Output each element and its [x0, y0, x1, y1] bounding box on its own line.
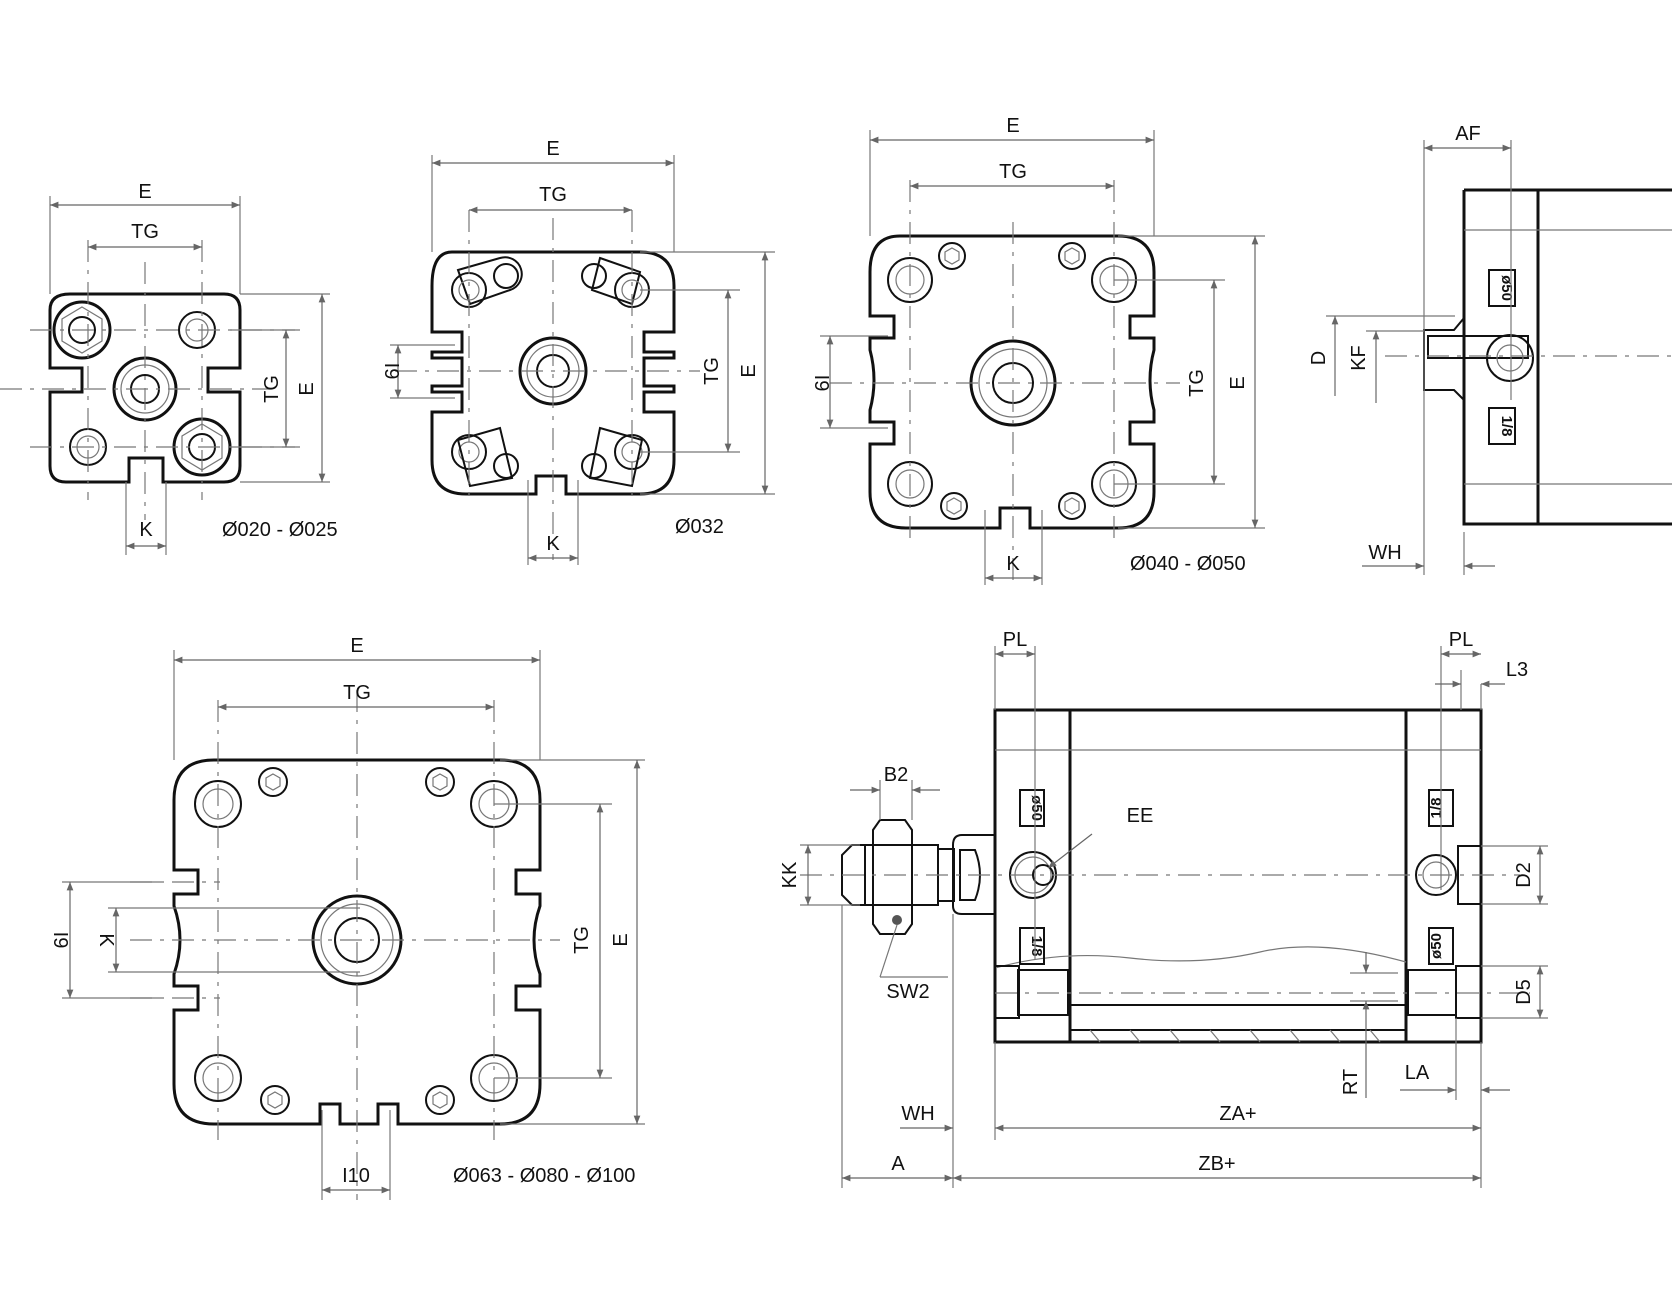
dim-label-a: A [891, 1153, 905, 1175]
dim-label-e-side: E [296, 382, 318, 395]
dim-label-d5: D5 [1513, 979, 1535, 1005]
dim-label-tg-side: TG [571, 926, 593, 954]
dim-label-l3: L3 [1506, 659, 1528, 681]
bore-tag: ø50 [1498, 275, 1515, 301]
dim-label-d2: D2 [1513, 862, 1535, 888]
dim-label-b2: B2 [884, 764, 908, 786]
dim-label-kf: KF [1348, 345, 1370, 371]
dim-label-sw2: SW2 [886, 981, 929, 1003]
dim-label-tg-side: TG [261, 375, 283, 403]
front-view-32: E TG TG E I9 K Ø032 [380, 138, 775, 565]
dim-label-e: E [138, 181, 151, 203]
front-view-40-50: E TG TG E I9 K Ø040 - Ø050 [810, 115, 1265, 585]
bore-tag-right: ø50 [1428, 933, 1445, 959]
dim-label-k: K [546, 533, 560, 555]
dim-label-tg: TG [539, 184, 567, 206]
dim-label-i10: I10 [342, 1165, 370, 1187]
dim-label-i9: I9 [810, 375, 832, 392]
dim-label-e: E [546, 138, 559, 160]
bore-caption: Ø020 - Ø025 [222, 519, 338, 541]
dim-label-tg: TG [131, 221, 159, 243]
bore-tag-left: ø50 [1028, 795, 1045, 821]
dim-label-e-side: E [738, 364, 760, 377]
dim-label-e: E [350, 635, 363, 657]
dim-label-af: AF [1455, 123, 1481, 145]
dim-label-d: D [1308, 351, 1330, 365]
dim-label-wh: WH [1368, 542, 1401, 564]
dim-label-i9: I9 [380, 363, 402, 380]
dim-label-zb: ZB+ [1198, 1153, 1235, 1175]
front-view-20-25: E TG TG E K Ø020 - Ø025 [0, 181, 338, 555]
dim-label-k: K [139, 519, 153, 541]
dim-label-tg: TG [343, 682, 371, 704]
dim-label-e-side: E [610, 933, 632, 946]
dim-label-k: K [95, 933, 117, 947]
side-detail-view: ø50 1/8 AF D KF WH [1308, 123, 1672, 575]
dim-label-wh: WH [901, 1103, 934, 1125]
dim-label-tg: TG [999, 161, 1027, 183]
bore-caption: Ø063 - Ø080 - Ø100 [453, 1165, 635, 1187]
port-tag-left: 1/8 [1028, 936, 1045, 957]
dim-label-e-side: E [1227, 376, 1249, 389]
bore-caption: Ø032 [675, 516, 724, 538]
dim-label-pl-left: PL [1003, 629, 1027, 651]
dim-label-kk: KK [779, 861, 801, 888]
dim-label-tg-side: TG [1186, 369, 1208, 397]
dim-label-pl-right: PL [1449, 629, 1473, 651]
dim-label-rt: RT [1340, 1069, 1362, 1095]
port-tag-right: 1/8 [1428, 798, 1445, 819]
dim-label-la: LA [1405, 1062, 1430, 1084]
front-view-63-100: E TG TG E I9 K I10 Ø063 - Ø080 - Ø100 [49, 635, 645, 1200]
dim-label-za: ZA+ [1219, 1103, 1256, 1125]
dim-label-i9: I9 [49, 932, 71, 949]
side-main-view: ø50 1/8 1/8 ø50 [779, 629, 1548, 1188]
port-tag: 1/8 [1498, 416, 1515, 437]
dim-label-k: K [1006, 553, 1020, 575]
dim-label-e: E [1006, 115, 1019, 137]
bore-caption: Ø040 - Ø050 [1130, 553, 1246, 575]
dim-label-tg-side: TG [701, 357, 723, 385]
dim-label-ee: EE [1127, 805, 1154, 827]
